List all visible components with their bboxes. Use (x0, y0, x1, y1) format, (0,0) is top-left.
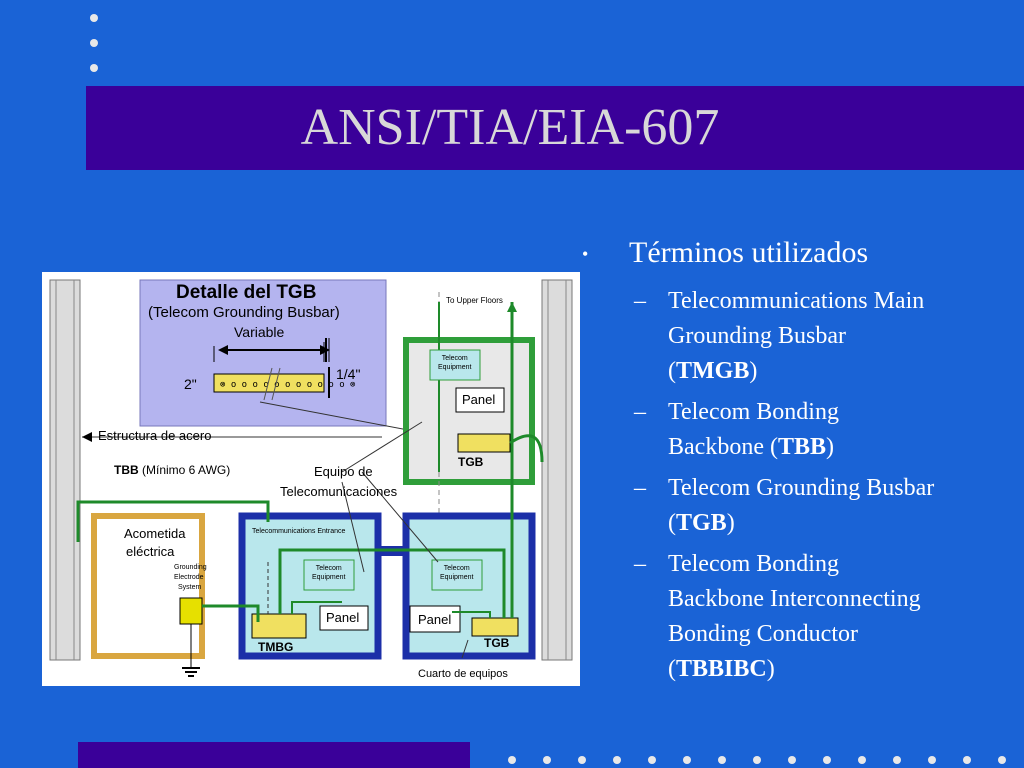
bottom-bar (78, 742, 470, 768)
bullet-list: • Términos utilizados – Telecommunicatio… (582, 236, 1012, 693)
decor-dot (893, 756, 901, 764)
decor-dot (858, 756, 866, 764)
sub-item-tbbibc: – Telecom Bonding Backbone Interconnecti… (582, 547, 1012, 687)
tgb-label-upper: TGB (458, 455, 484, 469)
acronym: TGB (676, 510, 727, 536)
sub-item-line: (TBBIBC) (668, 656, 775, 682)
decor-dot (823, 756, 831, 764)
decor-dot (90, 39, 98, 47)
upper-floors-label: To Upper Floors (446, 296, 503, 305)
grounding-label-2: Electrode (174, 574, 204, 581)
sub-item-tbb: – Telecom Bonding Backbone (TBB) (582, 395, 1012, 465)
steel-column-left (49, 279, 81, 661)
grounding-label-3: System (178, 584, 202, 591)
tgb-detail-box (139, 279, 387, 427)
dash-icon: – (634, 551, 646, 577)
sub-item-line: Telecommunications Main (668, 288, 925, 314)
sub-item-tgb: – Telecom Grounding Busbar (TGB) (582, 471, 1012, 541)
steel-column-right (541, 279, 573, 661)
panel-label-upper: Panel (462, 392, 496, 407)
dash-icon: – (634, 475, 646, 501)
grounding-label-1: Grounding (174, 564, 207, 571)
decor-dot (508, 756, 516, 764)
panel-label-left: Panel (326, 610, 360, 625)
sub-item-line: Grounding Busbar (668, 323, 846, 349)
tbb-label: TBB (Mínimo 6 AWG) (114, 463, 231, 477)
dash-icon: – (634, 399, 646, 425)
sub-item-line: Backbone Interconnecting (668, 586, 921, 612)
decor-dot (90, 14, 98, 22)
sub-item-line: Bonding Conductor (668, 621, 858, 647)
tmbg-label: TMBG (258, 640, 294, 654)
equipo-label-1: Equipo de (314, 464, 373, 479)
detail-subtitle: (Telecom Grounding Busbar) (148, 304, 340, 321)
variable-label: Variable (234, 324, 285, 340)
decor-dot (648, 756, 656, 764)
acometida-label-1: Acometida (124, 526, 186, 541)
decor-dot (788, 756, 796, 764)
decor-dot (613, 756, 621, 764)
decor-dot (578, 756, 586, 764)
decor-dot (928, 756, 936, 764)
decor-dot (718, 756, 726, 764)
detail-title: Detalle del TGB (176, 282, 317, 303)
equipo-label-2: Telecomunicaciones (280, 484, 398, 499)
telecom-entrance-label: Telecommunications Entrance (252, 528, 346, 535)
decor-dot (90, 64, 98, 72)
decor-dot (683, 756, 691, 764)
tgb-busbar-detail (213, 373, 325, 393)
acronym: TBB (777, 434, 826, 460)
dim-height-label: 2" (184, 376, 197, 392)
sub-item-line: Backbone (TBB) (668, 434, 834, 460)
slide-title: ANSI/TIA/EIA-607 (300, 99, 720, 156)
acronym: TBBIBC (676, 656, 767, 682)
bullet-icon: • (582, 244, 589, 264)
acometida-label-2: eléctrica (126, 544, 175, 559)
tgb-label-lower: TGB (484, 636, 510, 650)
decor-dot (753, 756, 761, 764)
diagram-graphics: ⊗ o o o o o o o o o o o ⊗ (49, 279, 573, 677)
dim-thickness-label: 1/4" (336, 366, 361, 382)
decor-dot (998, 756, 1006, 764)
acometida-box (91, 513, 205, 659)
decor-dot (963, 756, 971, 764)
main-bullet-text: Términos utilizados (629, 236, 869, 269)
sub-item-line: Telecom Bonding (668, 551, 839, 577)
cuarto-label: Cuarto de equipos (418, 668, 508, 680)
decor-dot (543, 756, 551, 764)
grounding-diagram: ⊗ o o o o o o o o o o o ⊗ (42, 272, 580, 686)
sub-item-tmgb: – Telecommunications Main Grounding Busb… (582, 284, 1012, 389)
panel-label-right: Panel (418, 612, 452, 627)
sub-item-line: (TMGB) (668, 358, 758, 384)
acronym: TMGB (676, 358, 750, 384)
sub-item-line: (TGB) (668, 510, 735, 536)
estructura-label: Estructura de acero (98, 428, 212, 443)
main-bullet: • Términos utilizados (582, 236, 1012, 270)
title-bar (86, 86, 1024, 170)
sub-item-line: Telecom Bonding (668, 399, 839, 425)
dash-icon: – (634, 288, 646, 314)
sub-item-line: Telecom Grounding Busbar (668, 475, 935, 501)
svg-text:⊗ o o o o o o o o o o o ⊗: ⊗ o o o o o o o o o o o ⊗ (220, 380, 355, 390)
